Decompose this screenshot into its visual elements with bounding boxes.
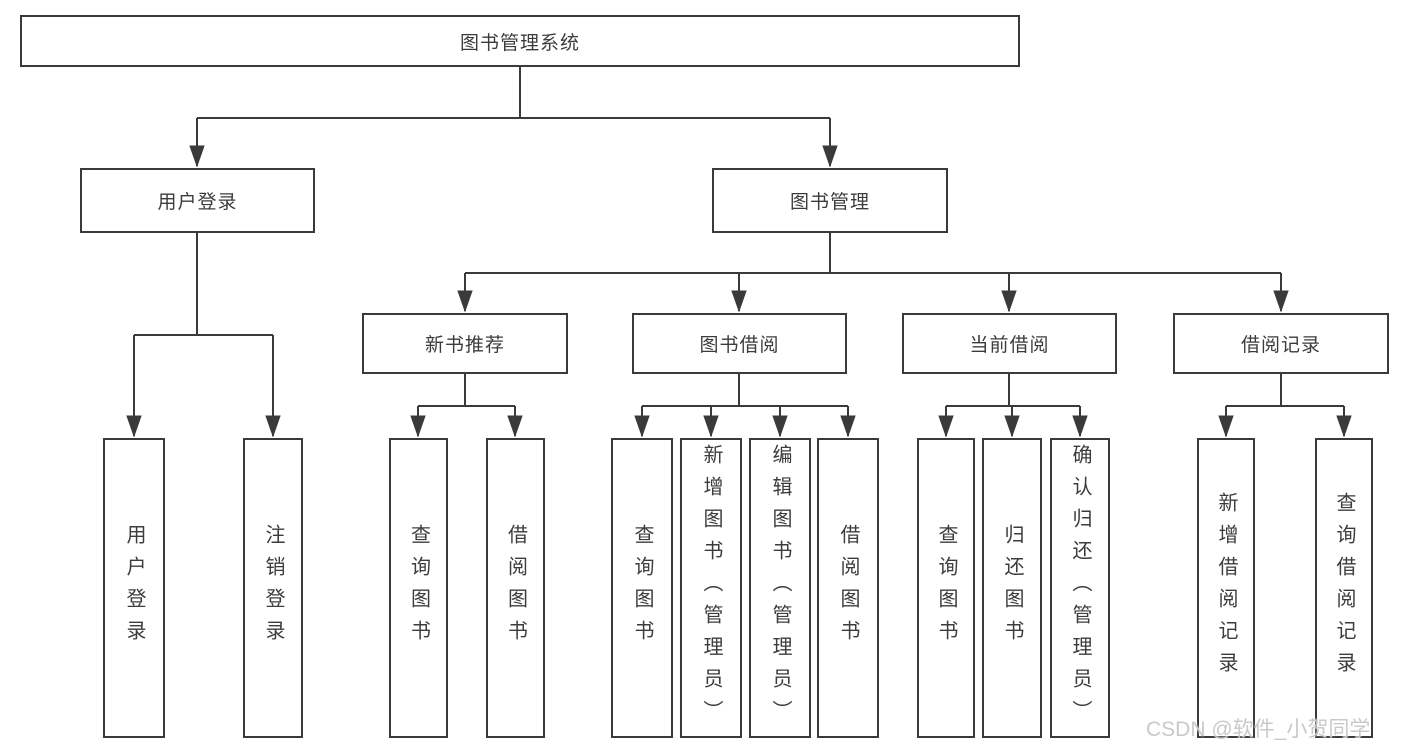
node-label: 新增图书（管理员）: [700, 444, 722, 732]
node-book-management-branch: 图书管理: [712, 168, 948, 233]
leaf-query-books-recommend: 查询图书: [389, 438, 448, 738]
node-label: 新增借阅记录: [1215, 492, 1237, 684]
node-user-login-branch: 用户登录: [80, 168, 315, 233]
leaf-query-borrow-record: 查询借阅记录: [1315, 438, 1373, 738]
node-label: 借阅图书: [837, 524, 859, 652]
node-borrow-records: 借阅记录: [1173, 313, 1389, 374]
node-label: 查询借阅记录: [1333, 492, 1355, 684]
wire-borrow-records-split: [1226, 374, 1344, 436]
node-book-borrow: 图书借阅: [632, 313, 847, 374]
leaf-edit-books-admin: 编辑图书（管理员）: [749, 438, 811, 738]
csdn-watermark: CSDN @软件_小贺同学: [1146, 718, 1371, 741]
node-label: 新书推荐: [424, 335, 505, 356]
node-label: 编辑图书（管理员）: [769, 444, 791, 732]
wire-user-login-split: [134, 233, 273, 436]
wire-new-book-split: [418, 374, 515, 436]
node-new-book-recommend: 新书推荐: [362, 313, 568, 374]
node-label: 查询图书: [935, 524, 957, 652]
leaf-confirm-return-admin: 确认归还（管理员）: [1050, 438, 1110, 738]
leaf-borrow-books-recommend: 借阅图书: [486, 438, 545, 738]
wire-current-borrow-split: [946, 374, 1080, 436]
wire-book-management-split: [465, 233, 1281, 311]
node-label: 归还图书: [1001, 524, 1023, 652]
node-label: 用户登录: [157, 192, 238, 213]
node-library-management-system: 图书管理系统: [20, 15, 1020, 67]
leaf-add-books-admin: 新增图书（管理员）: [680, 438, 742, 738]
node-label: 图书管理: [789, 192, 870, 213]
leaf-borrow-books: 借阅图书: [817, 438, 879, 738]
wire-root-split: [197, 67, 830, 166]
node-label: 借阅记录: [1240, 335, 1321, 356]
leaf-logout: 注销登录: [243, 438, 303, 738]
node-label: 借阅图书: [504, 524, 527, 652]
wire-book-borrow-split: [642, 374, 848, 436]
node-label: 确认归还（管理员）: [1069, 444, 1091, 732]
node-label: 图书借阅: [699, 335, 780, 356]
node-current-borrow: 当前借阅: [902, 313, 1117, 374]
node-label: 查询图书: [631, 524, 653, 652]
node-label: 图书管理系统: [459, 32, 580, 54]
leaf-user-login: 用户登录: [103, 438, 165, 738]
node-label: 当前借阅: [969, 335, 1050, 356]
leaf-add-borrow-record: 新增借阅记录: [1197, 438, 1255, 738]
node-label: 注销登录: [262, 524, 284, 652]
node-label: 查询图书: [407, 524, 430, 652]
node-label: 用户登录: [123, 524, 145, 652]
leaf-query-books-current: 查询图书: [917, 438, 975, 738]
leaf-return-books: 归还图书: [982, 438, 1042, 738]
leaf-query-books-borrow: 查询图书: [611, 438, 673, 738]
